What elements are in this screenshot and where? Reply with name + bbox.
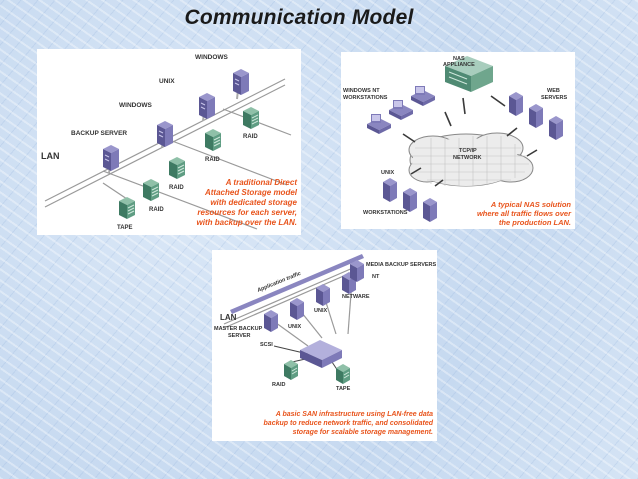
raid-icon bbox=[283, 359, 299, 381]
svg-text:backup to reduce network traff: backup to reduce network traffic, and co… bbox=[264, 420, 434, 427]
svg-text:storage for scalable storage m: storage for scalable storage management. bbox=[293, 429, 433, 436]
nas-label-windows-nt: WINDOWS NT bbox=[343, 88, 380, 94]
raid-icon bbox=[168, 156, 186, 180]
nas-label-network: NETWORK bbox=[453, 155, 481, 161]
nas-label-unix-workstations: WORKSTATIONS bbox=[363, 210, 408, 216]
master-backup-server-icon bbox=[264, 310, 278, 332]
svg-text:Attached Storage model: Attached Storage model bbox=[204, 188, 298, 197]
das-label-lan: LAN bbox=[41, 151, 60, 161]
nas-diagram: NAS APPLIANCE WINDOWS NT WORKSTATIONS WE… bbox=[343, 56, 572, 227]
das-label-unix: UNIX bbox=[159, 78, 175, 85]
nas-diagram-panel: NAS APPLIANCE WINDOWS NT WORKSTATIONS WE… bbox=[341, 52, 575, 229]
das-label-raid: RAID bbox=[169, 185, 184, 191]
windows-nt-workstation-icon bbox=[411, 86, 435, 106]
svg-text:with backup over the LAN.: with backup over the LAN. bbox=[197, 218, 297, 227]
san-label-unix: UNIX bbox=[314, 308, 327, 314]
unix-server-icon bbox=[316, 284, 330, 306]
nas-label-tcpip: TCP/IP bbox=[459, 148, 477, 154]
das-label-windows: WINDOWS bbox=[195, 54, 229, 61]
web-server-icon bbox=[549, 116, 563, 140]
web-server-icon bbox=[509, 92, 523, 116]
san-label-tape: TAPE bbox=[336, 386, 351, 392]
svg-text:A traditional Direct: A traditional Direct bbox=[225, 178, 298, 187]
nas-label-workstations: WORKSTATIONS bbox=[343, 95, 388, 101]
windows-nt-workstation-icon bbox=[367, 114, 391, 134]
web-server-icon bbox=[529, 104, 543, 128]
tcpip-network-cloud bbox=[408, 132, 534, 187]
das-label-raid: RAID bbox=[149, 207, 164, 213]
san-label-nt: NT bbox=[372, 274, 380, 280]
raid-icon bbox=[204, 128, 222, 152]
san-label-raid: RAID bbox=[272, 382, 285, 388]
unix-workstation-icon bbox=[423, 198, 437, 222]
das-label-backup-server: BACKUP SERVER bbox=[71, 130, 127, 137]
nas-caption: A typical NAS solution where all traffic… bbox=[477, 200, 572, 227]
svg-text:A typical NAS solution: A typical NAS solution bbox=[490, 200, 572, 209]
nas-appliance-icon bbox=[445, 56, 493, 92]
san-caption: A basic SAN infrastructure using LAN-fre… bbox=[264, 411, 434, 436]
raid-icon bbox=[142, 178, 160, 202]
svg-text:resources for each server,: resources for each server, bbox=[197, 208, 297, 217]
nas-label-nas: NAS bbox=[453, 56, 465, 62]
san-label-netware: NETWARE bbox=[342, 294, 370, 300]
nas-label-appliance: APPLIANCE bbox=[443, 62, 475, 68]
das-label-tape: TAPE bbox=[117, 225, 133, 231]
application-traffic-band bbox=[230, 254, 364, 314]
san-diagram-panel: Application traffic MEDIA BACKUP SERVERS… bbox=[212, 250, 437, 441]
san-label-lan: LAN bbox=[220, 313, 237, 322]
windows-server-icon bbox=[232, 68, 250, 96]
backup-server-icon bbox=[102, 144, 120, 172]
das-diagram-panel: WINDOWS UNIX WINDOWS BACKUP SERVER LAN R… bbox=[37, 49, 301, 235]
nas-traffic-arrows bbox=[402, 95, 538, 187]
unix-workstation-icon bbox=[383, 178, 397, 202]
san-diagram: Application traffic MEDIA BACKUP SERVERS… bbox=[214, 254, 437, 436]
san-label-unix: UNIX bbox=[288, 324, 301, 330]
raid-icon bbox=[242, 106, 260, 130]
san-label-master-backup: MASTER BACKUP bbox=[214, 326, 263, 332]
windows-nt-workstation-icon bbox=[389, 100, 413, 120]
das-diagram: WINDOWS UNIX WINDOWS BACKUP SERVER LAN R… bbox=[41, 54, 298, 231]
san-label-scsi: SCSI bbox=[260, 342, 273, 348]
das-label-raid: RAID bbox=[243, 134, 258, 140]
svg-text:with dedicated storage: with dedicated storage bbox=[210, 198, 297, 207]
tape-drive-icon bbox=[118, 196, 136, 220]
unix-workstation-icon bbox=[403, 188, 417, 212]
slide-title: Communication Model bbox=[184, 6, 414, 29]
san-label-server: SERVER bbox=[228, 333, 251, 339]
das-caption: A traditional Direct Attached Storage mo… bbox=[197, 178, 298, 227]
nas-label-web: WEB bbox=[547, 88, 560, 94]
tape-drive-icon bbox=[335, 363, 351, 385]
das-label-windows: WINDOWS bbox=[119, 102, 153, 109]
das-label-raid: RAID bbox=[205, 157, 220, 163]
svg-text:the production LAN.: the production LAN. bbox=[499, 218, 571, 227]
windows-server-icon bbox=[156, 120, 174, 148]
nas-label-servers: SERVERS bbox=[541, 95, 568, 101]
unix-server-icon bbox=[198, 92, 216, 120]
san-label-media-backup-servers: MEDIA BACKUP SERVERS bbox=[366, 262, 437, 268]
nas-label-unix: UNIX bbox=[381, 170, 394, 176]
nt-server-icon bbox=[350, 260, 364, 282]
svg-text:where all traffic flows over: where all traffic flows over bbox=[477, 209, 572, 218]
svg-text:A basic SAN infrastructure usi: A basic SAN infrastructure using LAN-fre… bbox=[275, 411, 433, 418]
san-switch-icon bbox=[300, 340, 342, 368]
unix-server-icon bbox=[290, 298, 304, 320]
